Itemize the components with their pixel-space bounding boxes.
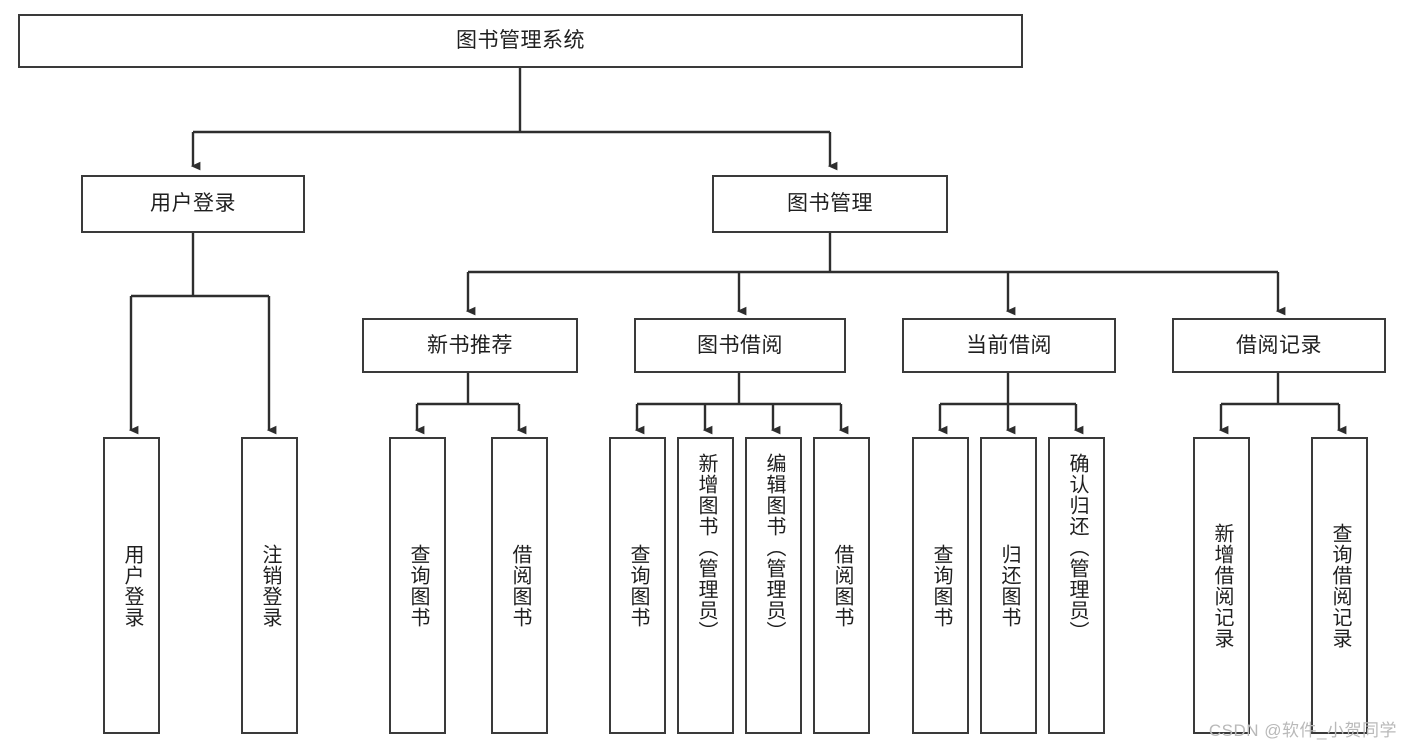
node-root-label: 图书管理系统 [456, 29, 585, 53]
node-book-borrow[interactable]: 图书借阅 [634, 318, 846, 373]
leaf-confirm-return-admin-label: 确认归还（管理员） [1066, 453, 1088, 642]
leaf-query-borrow-record-label: 查询借阅记录 [1329, 522, 1351, 649]
node-user-login-label: 用户登录 [150, 192, 236, 216]
leaf-borrow-book-borrow-label: 借阅图书 [831, 543, 853, 628]
leaf-add-borrow-record[interactable]: 新增借阅记录 [1193, 437, 1250, 734]
leaf-return-book[interactable]: 归还图书 [980, 437, 1037, 734]
leaf-add-book-admin-label: 新增图书（管理员） [695, 453, 717, 642]
leaf-edit-book-admin[interactable]: 编辑图书（管理员） [745, 437, 802, 734]
leaf-query-book-recommend[interactable]: 查询图书 [389, 437, 446, 734]
leaf-borrow-book-borrow[interactable]: 借阅图书 [813, 437, 870, 734]
node-book-management[interactable]: 图书管理 [712, 175, 948, 233]
leaf-query-book-borrow[interactable]: 查询图书 [609, 437, 666, 734]
leaf-confirm-return-admin[interactable]: 确认归还（管理员） [1048, 437, 1105, 734]
leaf-logout[interactable]: 注销登录 [241, 437, 298, 734]
leaf-query-borrow-record[interactable]: 查询借阅记录 [1311, 437, 1368, 734]
leaf-query-book-borrow-label: 查询图书 [627, 543, 649, 628]
node-current-borrow[interactable]: 当前借阅 [902, 318, 1116, 373]
leaf-borrow-book-recommend[interactable]: 借阅图书 [491, 437, 548, 734]
node-borrow-record-label: 借阅记录 [1236, 333, 1322, 357]
leaf-query-book-current[interactable]: 查询图书 [912, 437, 969, 734]
leaf-borrow-book-recommend-label: 借阅图书 [509, 543, 531, 628]
leaf-query-book-current-label: 查询图书 [930, 543, 952, 628]
node-borrow-record[interactable]: 借阅记录 [1172, 318, 1386, 373]
leaf-user-login[interactable]: 用户登录 [103, 437, 160, 734]
node-new-book-recommend[interactable]: 新书推荐 [362, 318, 578, 373]
leaf-return-book-label: 归还图书 [998, 543, 1020, 628]
node-book-management-label: 图书管理 [787, 192, 873, 216]
leaf-query-book-recommend-label: 查询图书 [407, 543, 429, 628]
leaf-edit-book-admin-label: 编辑图书（管理员） [763, 453, 785, 642]
leaf-logout-label: 注销登录 [259, 543, 281, 628]
node-new-book-recommend-label: 新书推荐 [427, 333, 513, 357]
node-user-login[interactable]: 用户登录 [81, 175, 305, 233]
leaf-add-borrow-record-label: 新增借阅记录 [1211, 522, 1233, 649]
node-book-borrow-label: 图书借阅 [697, 333, 783, 357]
node-current-borrow-label: 当前借阅 [966, 333, 1052, 357]
csdn-watermark: CSDN @软件_小贺同学 [1208, 721, 1397, 740]
leaf-add-book-admin[interactable]: 新增图书（管理员） [677, 437, 734, 734]
leaf-user-login-label: 用户登录 [121, 543, 143, 628]
node-root[interactable]: 图书管理系统 [18, 14, 1023, 68]
